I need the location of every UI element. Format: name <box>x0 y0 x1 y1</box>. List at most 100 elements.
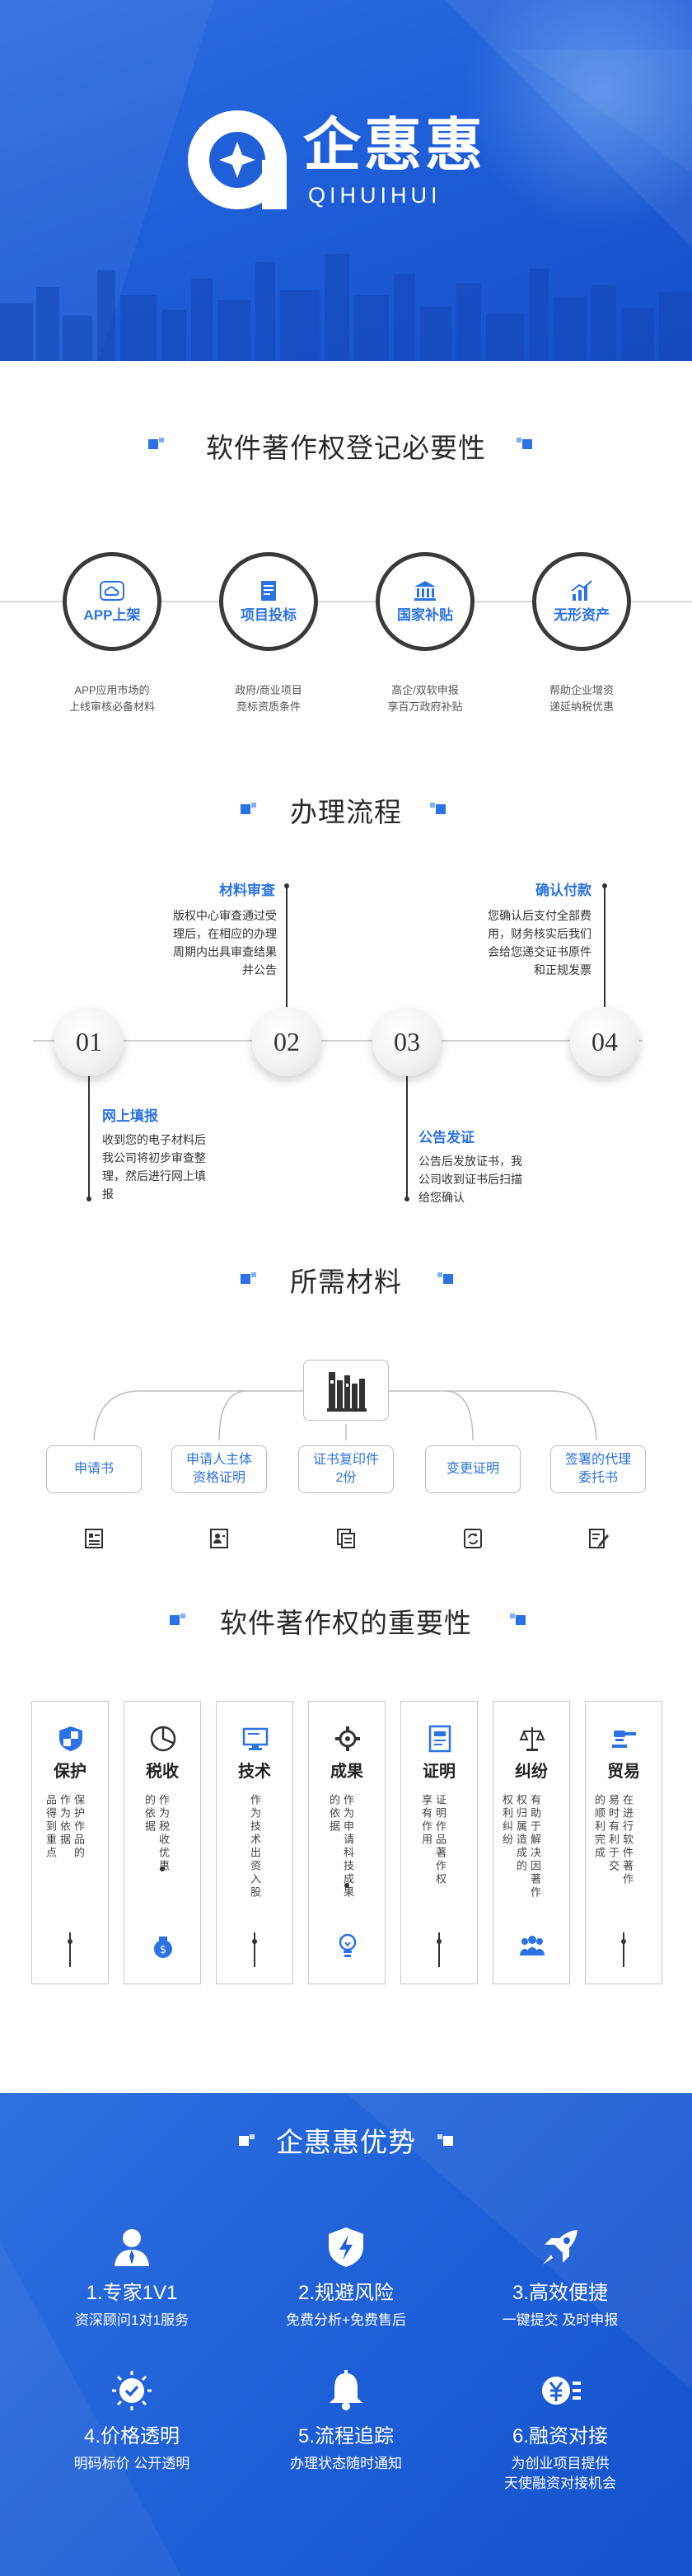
advantage-name: 1.专家1V1 <box>86 2282 178 2304</box>
step-number-4: 04 <box>570 1007 639 1076</box>
card-title: 成果 <box>330 1763 363 1781</box>
advantages-section: 企惠惠优势 1.专家1V1 资深顾问1对1服务 2.规避风险 免费分析+免费售后… <box>0 2093 692 2576</box>
materials-root-box <box>303 1360 389 1421</box>
growth-chart-icon <box>571 580 592 601</box>
importance-title: 软件著作权的重要性 <box>220 1608 472 1638</box>
bell-icon <box>330 2370 362 2410</box>
title-dots-left <box>239 2134 255 2147</box>
logo-icon <box>188 110 287 209</box>
cloud-icon <box>100 581 124 601</box>
step-text: 收到您的电子材料后我公司将初步审查整理，然后进行网上填报 <box>102 1133 206 1201</box>
step-title: 公告发证 <box>418 1130 475 1145</box>
advantage-desc: 免费分析+免费售后 <box>286 2312 406 2328</box>
step-dot <box>284 883 289 888</box>
rocket-icon <box>543 2230 577 2265</box>
process-title: 办理流程 <box>290 797 402 827</box>
advantage-financing: 6.融资对接 为创业项目提供天使融资对接机会 <box>445 2368 676 2494</box>
gear-icon <box>335 1726 360 1751</box>
title-dots-left <box>148 438 165 451</box>
step-text: 公告后发放证书，我公司收到证书后扫描给您确认 <box>418 1155 522 1204</box>
card-text: 有助于解决因著作权归属造成的权利纠纷 <box>501 1794 541 1899</box>
file-binders-icon <box>327 1372 367 1412</box>
advantage-price: 4.价格透明 明码标价 公开透明 <box>16 2368 247 2474</box>
card-text: 作为税收优惠的依据 <box>143 1794 170 1873</box>
brand-latin: QIHUIHUI <box>308 183 442 208</box>
material-qualification: 申请人主体资格证明 <box>171 1445 267 1493</box>
copy-icon <box>337 1529 355 1548</box>
card-line <box>438 1932 440 1967</box>
necessity-item-asset: 无形资产 <box>532 552 631 651</box>
advantage-name: 3.高效便捷 <box>512 2282 608 2304</box>
shield-icon <box>59 1726 82 1751</box>
hero-light-rays <box>0 0 692 361</box>
sign-doc-icon <box>589 1529 609 1548</box>
necessity-title: 软件著作权登记必要性 <box>206 433 486 463</box>
advantage-efficient: 3.高效便捷 一键提交 及时申报 <box>445 2225 676 2330</box>
process-connector <box>33 1040 643 1042</box>
necessity-connector <box>0 601 692 602</box>
card-title: 税收 <box>146 1763 179 1781</box>
title-dots-left <box>241 1272 257 1286</box>
importance-card-trade: 贸易 在进行软件著作易时有利于交的顺利完成 <box>585 1701 662 1984</box>
card-line <box>623 1932 624 1967</box>
refresh-doc-icon <box>464 1529 482 1548</box>
step-line <box>286 885 288 1007</box>
step-title: 材料审查 <box>219 883 275 898</box>
id-card-icon <box>210 1529 228 1548</box>
title-dots-right <box>509 1614 526 1627</box>
card-title: 贸易 <box>607 1763 640 1781</box>
money-pie-icon <box>150 1726 176 1752</box>
importance-card-proof: 证明 证明作品著作权享有作用 <box>400 1701 478 1984</box>
material-application: 申请书 <box>46 1445 142 1493</box>
importance-card-protect: 保护 保护作品的作为依据品得到重点 <box>31 1701 109 1984</box>
importance-card-dispute: 纠纷 有助于解决因著作权归属造成的权利纠纷 <box>493 1701 570 1984</box>
card-text: 作为技术出资入股 <box>249 1794 261 1899</box>
card-text: 证明作品著作权享有作用 <box>420 1794 447 1886</box>
step-number-3: 03 <box>372 1007 442 1076</box>
card-dot <box>344 1883 349 1888</box>
step-line <box>88 1075 90 1198</box>
materials-tree-lines <box>93 1390 597 1441</box>
title-dots-left <box>241 803 257 816</box>
city-skyline-icon <box>0 254 692 361</box>
expert-icon <box>115 2229 149 2266</box>
necessity-desc-subsidy: 高企/双软申报享百万政府补贴 <box>387 684 463 713</box>
advantage-name: 5.流程追踪 <box>297 2425 394 2447</box>
advantages-light-rays <box>0 2093 692 2576</box>
step-line <box>604 885 606 1007</box>
step-number-1: 01 <box>54 1007 124 1076</box>
document-icon <box>261 581 276 601</box>
card-text: 保护作品的作为依据品得到重点 <box>44 1794 85 1860</box>
step-title: 网上填报 <box>102 1108 158 1124</box>
necessity-label: APP上架 <box>83 607 141 623</box>
materials-title: 所需材料 <box>290 1267 402 1297</box>
card-text: 作为申请科技成果的依据 <box>328 1794 354 1899</box>
card-title: 纠纷 <box>515 1763 548 1781</box>
advantage-expert: 1.专家1V1 资深顾问1对1服务 <box>16 2225 247 2330</box>
step-text: 您确认后支付全部费用，财务核实后我们会给您递交证书原件和正规发票 <box>488 909 591 977</box>
money-bag-icon: $ <box>154 1937 172 1958</box>
importance-card-achievement: 成果 作为申请科技成果的依据 <box>308 1701 386 1984</box>
yuan-icon <box>542 2377 581 2405</box>
necessity-label: 项目投标 <box>241 607 297 623</box>
advantage-desc: 为创业项目提供天使融资对接机会 <box>504 2456 616 2491</box>
people-icon <box>520 1936 545 1955</box>
advantage-desc: 办理状态随时通知 <box>290 2456 402 2471</box>
advantage-tracking: 5.流程追踪 办理状态随时通知 <box>231 2368 461 2474</box>
step-dot <box>86 1197 91 1201</box>
card-line <box>254 1932 255 1967</box>
card-dot <box>437 1939 442 1944</box>
importance-card-tech: 技术 作为技术出资入股 <box>216 1701 293 1984</box>
necessity-label: 国家补贴 <box>397 607 453 623</box>
advantage-desc: 一键提交 及时申报 <box>502 2312 619 2328</box>
step-title: 确认付款 <box>535 883 591 898</box>
advantage-name: 4.价格透明 <box>83 2425 180 2447</box>
card-line <box>69 1932 71 1967</box>
card-title: 证明 <box>423 1763 456 1781</box>
title-dots-left <box>170 1614 186 1627</box>
hero-banner: 企惠惠 QIHUIHUI <box>0 0 692 361</box>
advantage-risk: 2.规避风险 免费分析+免费售后 <box>231 2225 461 2330</box>
title-dots-right <box>437 1272 453 1286</box>
gavel-icon <box>612 1731 636 1748</box>
brand-name: 企惠惠 <box>303 113 486 177</box>
